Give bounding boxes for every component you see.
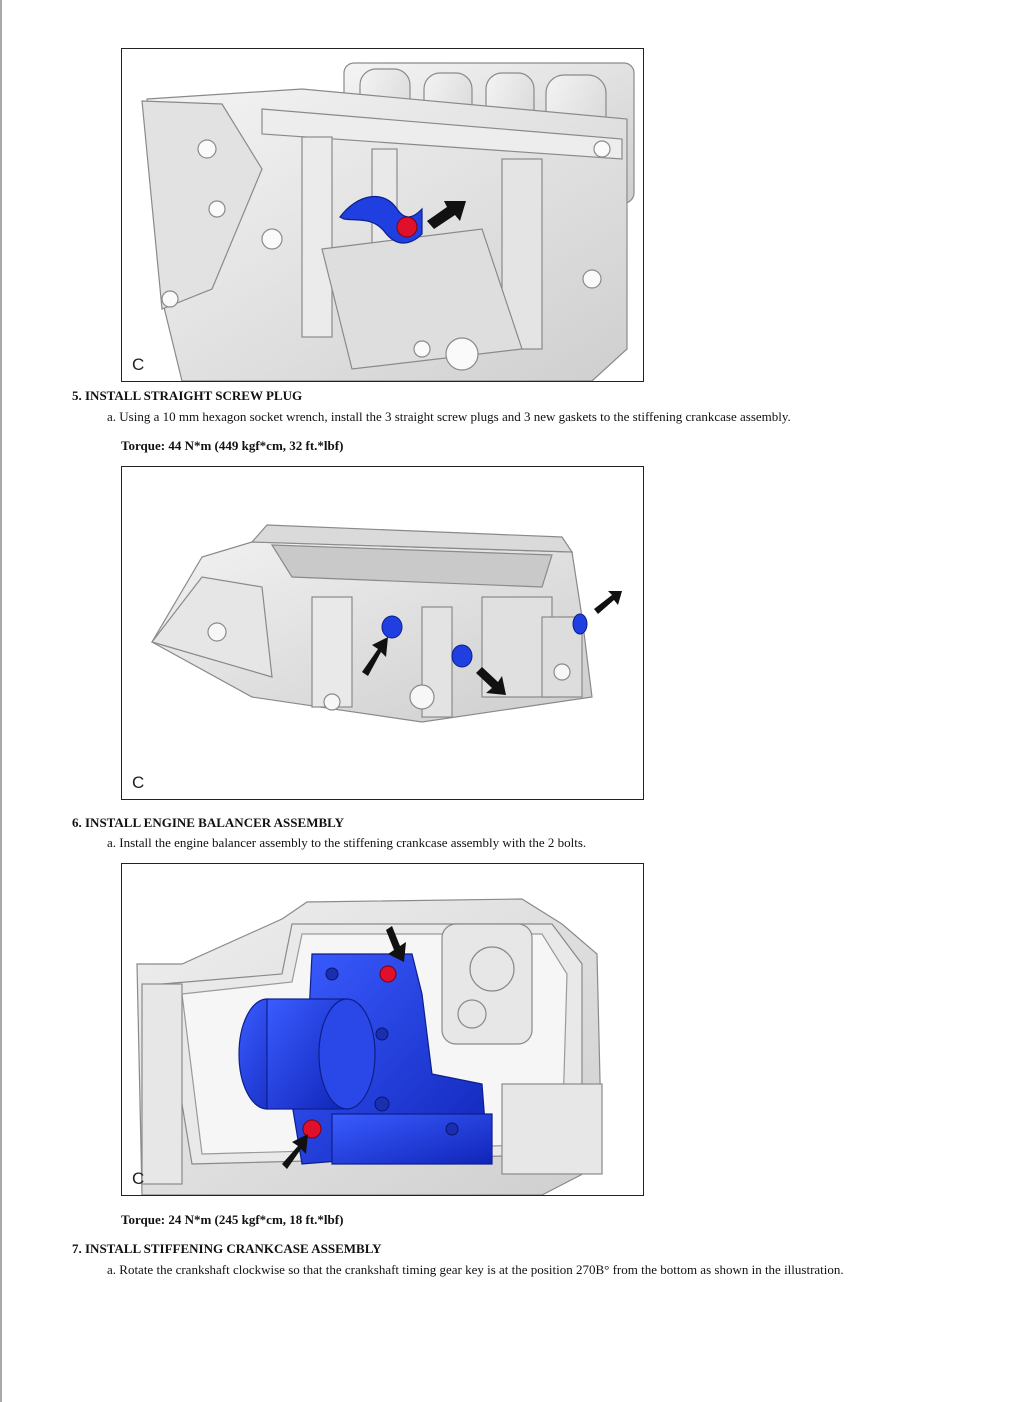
- bolt-highlight: [379, 965, 397, 983]
- step-6-substep-a: a. Install the engine balancer assembly …: [107, 835, 587, 850]
- figure-engine-balancer: C: [121, 863, 644, 1196]
- page-left-border: [0, 0, 2, 1402]
- figure-straight-screw-plugs: C: [121, 466, 644, 800]
- step-6-heading: 6. INSTALL ENGINE BALANCER ASSEMBLY: [72, 815, 344, 830]
- arrow-icon: [362, 637, 388, 676]
- step-5-heading: 5. INSTALL STRAIGHT SCREW PLUG: [72, 388, 303, 403]
- figure-label: C: [132, 355, 145, 374]
- illustration-crankcase-plugs: [122, 467, 643, 799]
- arrow-icon: [386, 926, 406, 962]
- arrow-icon: [476, 667, 506, 695]
- screw-plug-2: [451, 644, 473, 668]
- figure-label: C: [132, 773, 145, 792]
- arrow-icon: [427, 201, 466, 229]
- engine-balancer-assembly: [238, 953, 493, 1165]
- arrow-icon: [594, 591, 622, 614]
- illustration-crankcase-upper: [122, 49, 643, 381]
- figure-label: C: [132, 1169, 145, 1188]
- step-7-heading: 7. INSTALL STIFFENING CRANKCASE ASSEMBLY: [72, 1241, 382, 1256]
- step-5-torque: Torque: 44 N*m (449 kgf*cm, 32 ft.*lbf): [121, 438, 344, 453]
- bolt-highlight: [302, 1119, 322, 1139]
- step-7-substep-a: a. Rotate the crankshaft clockwise so th…: [107, 1262, 844, 1277]
- screw-plug-1: [381, 615, 403, 639]
- arrow-icon: [282, 1134, 308, 1169]
- step-5-substep-a: a. Using a 10 mm hexagon socket wrench, …: [107, 409, 791, 424]
- step-6-torque: Torque: 24 N*m (245 kgf*cm, 18 ft.*lbf): [121, 1212, 344, 1227]
- screw-plug-3: [572, 613, 588, 635]
- illustration-balancer-install: [122, 864, 643, 1195]
- figure-oil-pipe-bolt: C: [121, 48, 644, 382]
- bolt-highlight: [396, 216, 418, 238]
